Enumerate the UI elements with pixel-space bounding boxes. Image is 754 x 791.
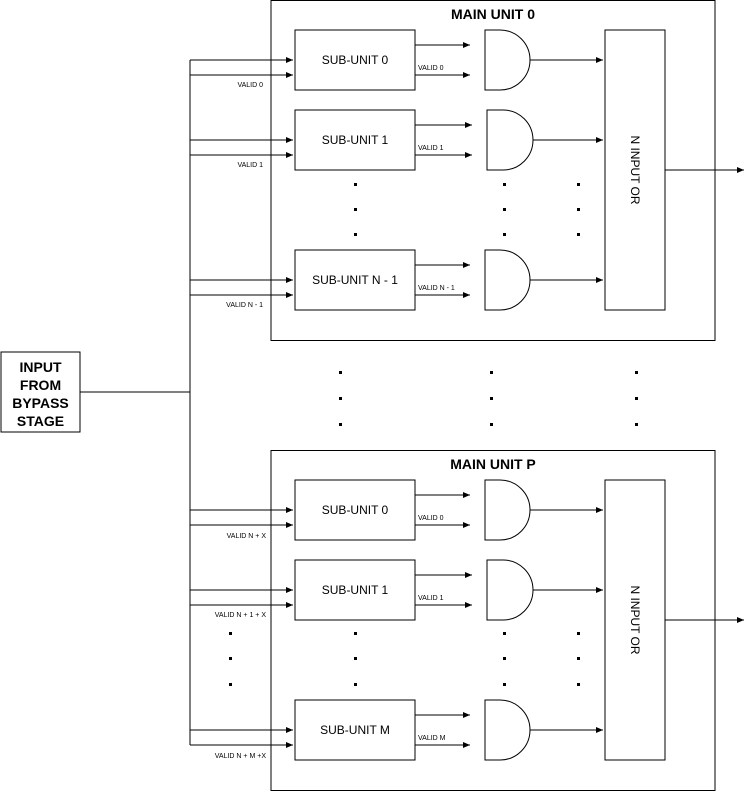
subunit-label: SUB-UNIT 1 [322, 583, 389, 597]
input-trunk [80, 60, 191, 745]
and-valid-label: VALID M [418, 735, 446, 742]
and-gate [484, 249, 531, 311]
input-from-bypass-stage-box: INPUT FROM BYPASS STAGE [0, 351, 81, 433]
main-unit-p: MAIN UNIT P VALID N + X SUB-UNIT 0 VALID… [190, 450, 744, 791]
main-unit-p-subunit-1: VALID N + 1 + X SUB-UNIT 1 VALID 1 [190, 559, 603, 621]
main-unit-0-title: MAIN UNIT 0 [451, 6, 535, 22]
ellipsis-dots [354, 183, 580, 236]
input-label-line-1: INPUT [20, 359, 62, 375]
subunit-label: SUB-UNIT N - 1 [312, 273, 398, 287]
and-gate [484, 479, 531, 541]
ellipsis-dots [229, 632, 580, 686]
main-unit-0-subunit-n-1: VALID N - 1 SUB-UNIT N - 1 VALID N - 1 [190, 249, 603, 311]
main-unit-ellipsis [339, 371, 638, 426]
subunit-label: SUB-UNIT 0 [322, 503, 389, 517]
and-valid-label: VALID 1 [418, 145, 444, 152]
subunit-label: SUB-UNIT 1 [322, 133, 389, 147]
subunit-box [294, 479, 416, 541]
valid-label: VALID N + X [227, 533, 267, 540]
main-unit-p-subunit-m: VALID N + M +X SUB-UNIT M VALID M [190, 699, 603, 761]
input-label-line-2: FROM [20, 377, 61, 393]
valid-label: VALID 0 [237, 82, 263, 89]
main-unit-0-subunit-0: VALID 0 SUB-UNIT 0 VALID 0 [190, 29, 603, 91]
n-input-or-block [604, 29, 666, 311]
main-unit-p-subunit-0: VALID N + X SUB-UNIT 0 VALID 0 [190, 479, 603, 541]
subunit-label: SUB-UNIT 0 [322, 53, 389, 67]
and-valid-label: VALID 0 [418, 65, 444, 72]
and-valid-label: VALID 1 [418, 595, 444, 602]
or-label: N INPUT OR [628, 135, 642, 204]
and-gate [486, 559, 534, 621]
subunit-box [294, 29, 416, 91]
valid-label: VALID N + 1 + X [215, 612, 267, 619]
subunit-box [294, 559, 416, 621]
and-gate [484, 29, 531, 91]
valid-label: VALID N - 1 [226, 302, 263, 309]
input-label-line-4: STAGE [17, 413, 64, 429]
subunit-label: SUB-UNIT M [320, 723, 390, 737]
subunit-box [294, 109, 416, 171]
main-unit-0-subunit-1: VALID 1 SUB-UNIT 1 VALID 1 [190, 109, 603, 171]
subunit-box [294, 699, 416, 761]
and-gate [484, 699, 531, 761]
main-unit-p-title: MAIN UNIT P [450, 456, 536, 472]
and-valid-label: VALID N - 1 [418, 285, 455, 292]
n-input-or-block [604, 479, 666, 761]
valid-label: VALID 1 [237, 162, 263, 169]
subunit-box [294, 249, 416, 311]
input-label-line-3: BYPASS [12, 395, 69, 411]
valid-label: VALID N + M +X [215, 753, 267, 760]
and-gate [486, 109, 534, 171]
and-valid-label: VALID 0 [418, 515, 444, 522]
main-unit-0: MAIN UNIT 0 VALID 0 SUB-UNIT 0 VALID 0 V… [190, 0, 744, 341]
or-label: N INPUT OR [628, 585, 642, 654]
